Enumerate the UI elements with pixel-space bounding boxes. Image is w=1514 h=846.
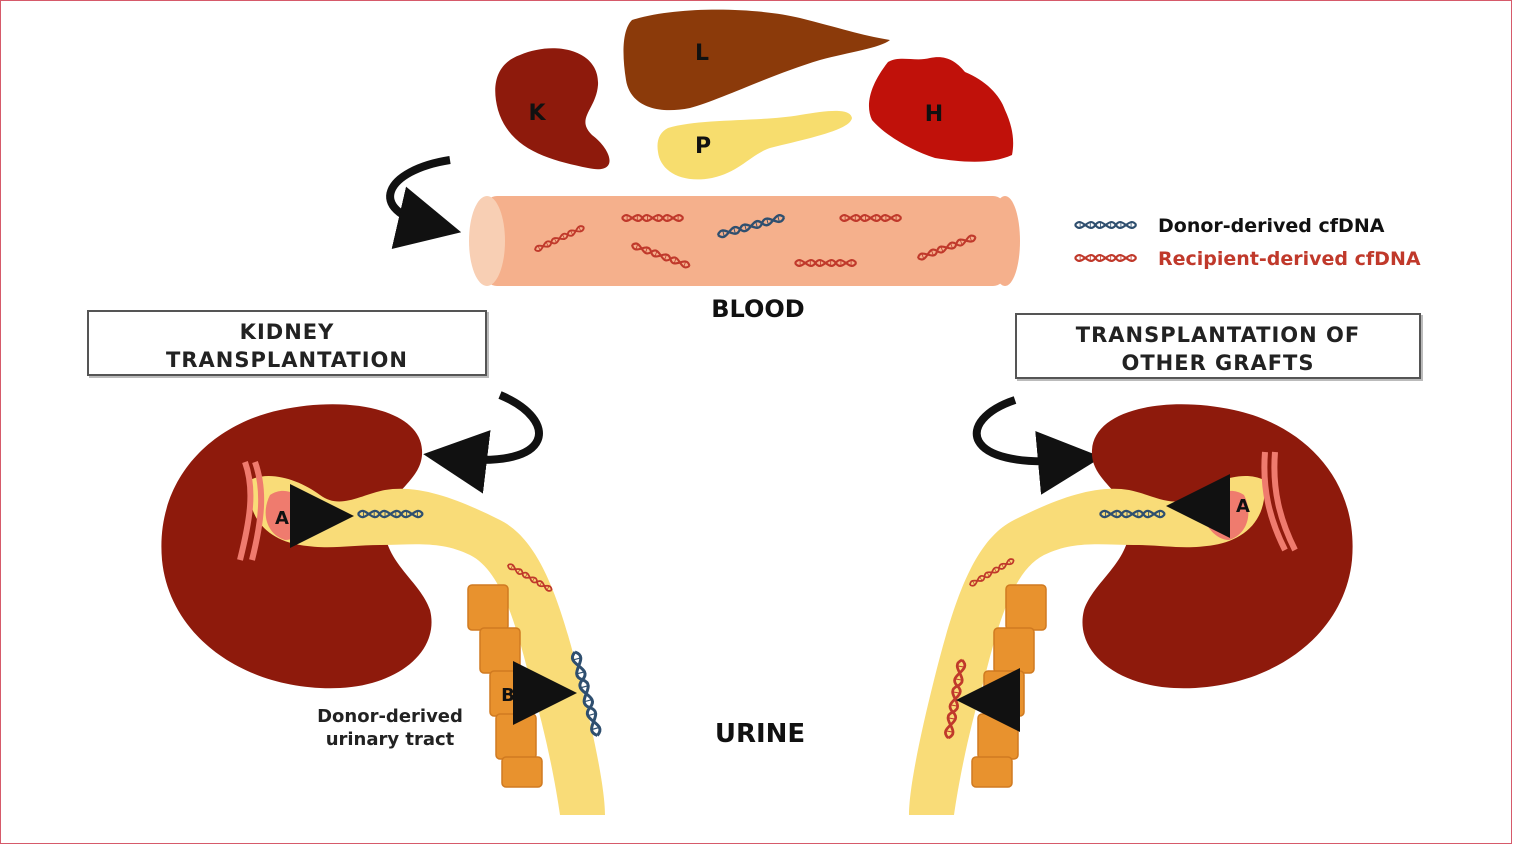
urinary-tract-label-1: Donor-derived (317, 706, 463, 727)
legend-recipient: Recipient-derived cfDNA (1158, 248, 1421, 270)
other-grafts-box: TRANSPLANTATION OF OTHER GRAFTS (1015, 313, 1421, 379)
kidney-box-line1: KIDNEY (239, 320, 335, 344)
kidney-organ: K (495, 48, 610, 170)
other-box-line2: OTHER GRAFTS (1121, 351, 1315, 375)
organ-label-h: H (925, 102, 943, 127)
curved-arrow-left-icon (423, 391, 543, 494)
left-kidney (161, 404, 605, 815)
organ-label-l: L (695, 41, 709, 66)
heart-organ: H (868, 57, 1014, 162)
kidney-transplant-box: KIDNEY TRANSPLANTATION (87, 310, 487, 376)
recipient-dna-icon (1073, 253, 1138, 263)
legend-donor: Donor-derived cfDNA (1158, 215, 1385, 237)
liver-organ: L (623, 9, 890, 111)
donor-dna-icon (1073, 220, 1138, 230)
other-box-line1: TRANSPLANTATION OF (1075, 323, 1361, 347)
curved-arrow-icon (386, 156, 462, 249)
blood-vessel (469, 196, 1020, 286)
pancreas-organ: P (657, 110, 852, 180)
urine-label: URINE (715, 719, 805, 749)
marker-b: B (501, 685, 515, 706)
marker-a-left: A (275, 508, 289, 529)
organ-label-k: K (528, 101, 546, 126)
organ-label-p: P (695, 134, 711, 159)
curved-arrow-right-icon (972, 396, 1102, 495)
blood-label: BLOOD (711, 295, 804, 323)
marker-a-right: A (1236, 496, 1250, 517)
right-kidney (909, 404, 1353, 815)
kidney-box-line2: TRANSPLANTATION (166, 348, 408, 372)
legend: Donor-derived cfDNA Recipient-derived cf… (1073, 215, 1421, 270)
urinary-tract-label-2: urinary tract (326, 729, 455, 750)
